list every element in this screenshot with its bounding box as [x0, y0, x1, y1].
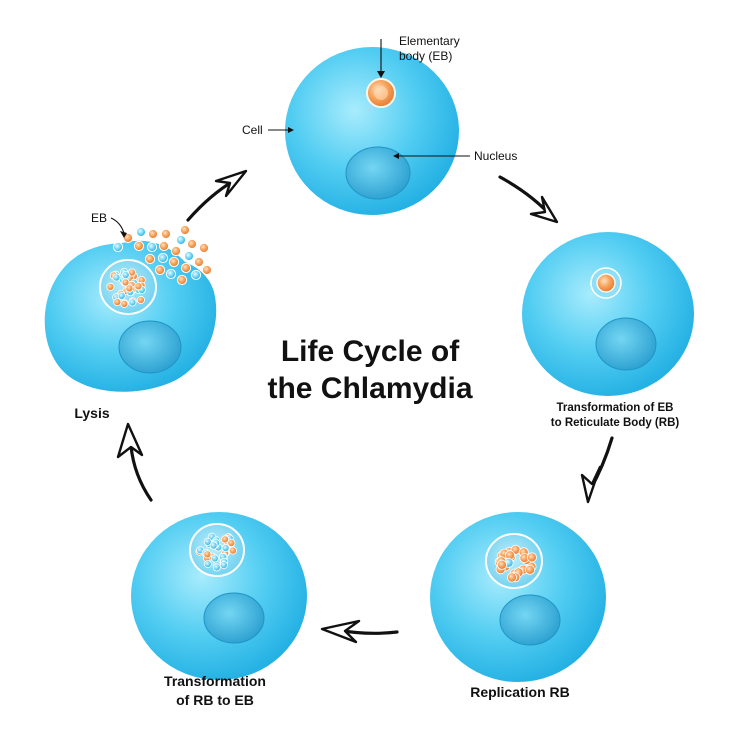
- released-eb-12: [144, 253, 156, 265]
- released-eb-4: [175, 234, 187, 246]
- released-eb-10: [183, 250, 195, 262]
- lysis-body-32: [121, 278, 130, 287]
- released-eb-1: [135, 226, 147, 238]
- released-eb-21: [112, 241, 124, 253]
- cell-replication: [430, 512, 606, 682]
- released-eb-15: [180, 262, 192, 274]
- transformation-bodies: [195, 532, 237, 572]
- transformation-body-18: [209, 541, 218, 550]
- annotation-pointers: [110, 39, 470, 234]
- released-eb-11: [193, 256, 205, 268]
- lysis-body-34: [121, 270, 130, 279]
- released-eb-0: [122, 232, 134, 244]
- cell-replication-nucleus: [499, 594, 561, 646]
- transformation-body-29: [220, 535, 229, 544]
- released-eb-23: [179, 224, 191, 236]
- lysis-body-26: [125, 284, 134, 293]
- released-eb-22: [201, 264, 213, 276]
- transformation-body-26: [228, 546, 237, 555]
- replication-body-25: [526, 552, 537, 563]
- label-elementary-body-line-1: Elementary: [399, 34, 460, 48]
- released-eb-14: [168, 256, 180, 268]
- released-eb-20: [198, 242, 210, 254]
- transformation-body-32: [227, 539, 236, 548]
- lysis-body-31: [117, 291, 126, 300]
- lysis-bodies: [106, 267, 146, 308]
- arrow-heads: [116, 169, 602, 644]
- transformation-body-17: [203, 560, 212, 569]
- transformation-body-31: [219, 561, 228, 570]
- lysis-body-20: [106, 282, 115, 291]
- transformation-body-30: [221, 544, 230, 553]
- released-eb-8: [158, 240, 170, 252]
- cell-top-nucleus: [345, 146, 411, 200]
- lysis-body-33: [134, 282, 143, 291]
- replication-body-22: [496, 559, 507, 570]
- released-elementary-bodies: [112, 224, 213, 286]
- released-eb-3: [160, 228, 172, 240]
- replication-bodies: [494, 544, 537, 583]
- cell-transformation-eb-nucleus: [595, 317, 657, 371]
- lysis-body-2: [136, 295, 145, 304]
- label-nucleus: Nucleus: [474, 149, 518, 163]
- released-eb-19: [176, 274, 188, 286]
- label-lysis: Lysis: [74, 405, 110, 421]
- lysis-body-28: [128, 298, 137, 307]
- label-transformation-rb-line-2: of RB to EB: [176, 692, 254, 708]
- released-eb-2: [147, 228, 159, 240]
- cell-top: [285, 47, 459, 215]
- replication-body-24: [506, 572, 517, 583]
- released-eb-6: [133, 240, 145, 252]
- released-eb-13: [157, 252, 169, 264]
- released-eb-18: [165, 268, 177, 280]
- released-eb-9: [170, 245, 182, 257]
- cell-transformation-rb: [131, 512, 307, 680]
- cell-top-body: [285, 47, 459, 215]
- label-cell: Cell: [242, 123, 263, 137]
- transformation-body-27: [210, 554, 219, 563]
- cell-lysis: [44, 224, 217, 392]
- annotation-pointer-heads: [120, 71, 399, 238]
- cell-transformation-eb-body: [522, 232, 694, 396]
- lysis-body-35: [120, 299, 129, 308]
- label-replication: Replication RB: [470, 684, 570, 700]
- label-transformation-eb-line-2: to Reticulate Body (RB): [550, 417, 680, 429]
- arrow-left-to-lysis: [129, 444, 153, 502]
- released-eb-5: [186, 238, 198, 250]
- cell-lysis-nucleus: [118, 320, 182, 374]
- released-eb-16: [190, 269, 202, 281]
- replication-inclusion: [485, 533, 543, 589]
- lysis-body-21: [113, 298, 122, 307]
- lysis-body-30: [112, 273, 121, 282]
- label-transformation-rb-line-1: Transformation: [164, 673, 266, 689]
- cell-transformation-eb: [522, 232, 694, 396]
- transformation-body-28: [203, 550, 212, 559]
- diagram-title-line-1: Life Cycle of: [280, 335, 460, 368]
- replication-body-14: [525, 564, 536, 575]
- label-elementary-body-line-2: body (EB): [399, 49, 453, 63]
- released-eb-7: [146, 241, 158, 253]
- transformation-body-10: [212, 563, 221, 572]
- released-eb-17: [154, 264, 166, 276]
- label-eb-short: EB: [91, 211, 108, 225]
- diagram-title-line-2: the Chlamydia: [267, 372, 473, 405]
- transformation-body-33: [203, 537, 212, 546]
- cell-transformation-rb-nucleus: [203, 592, 265, 644]
- label-transformation-eb-line-1: Transformation of EB: [556, 402, 674, 414]
